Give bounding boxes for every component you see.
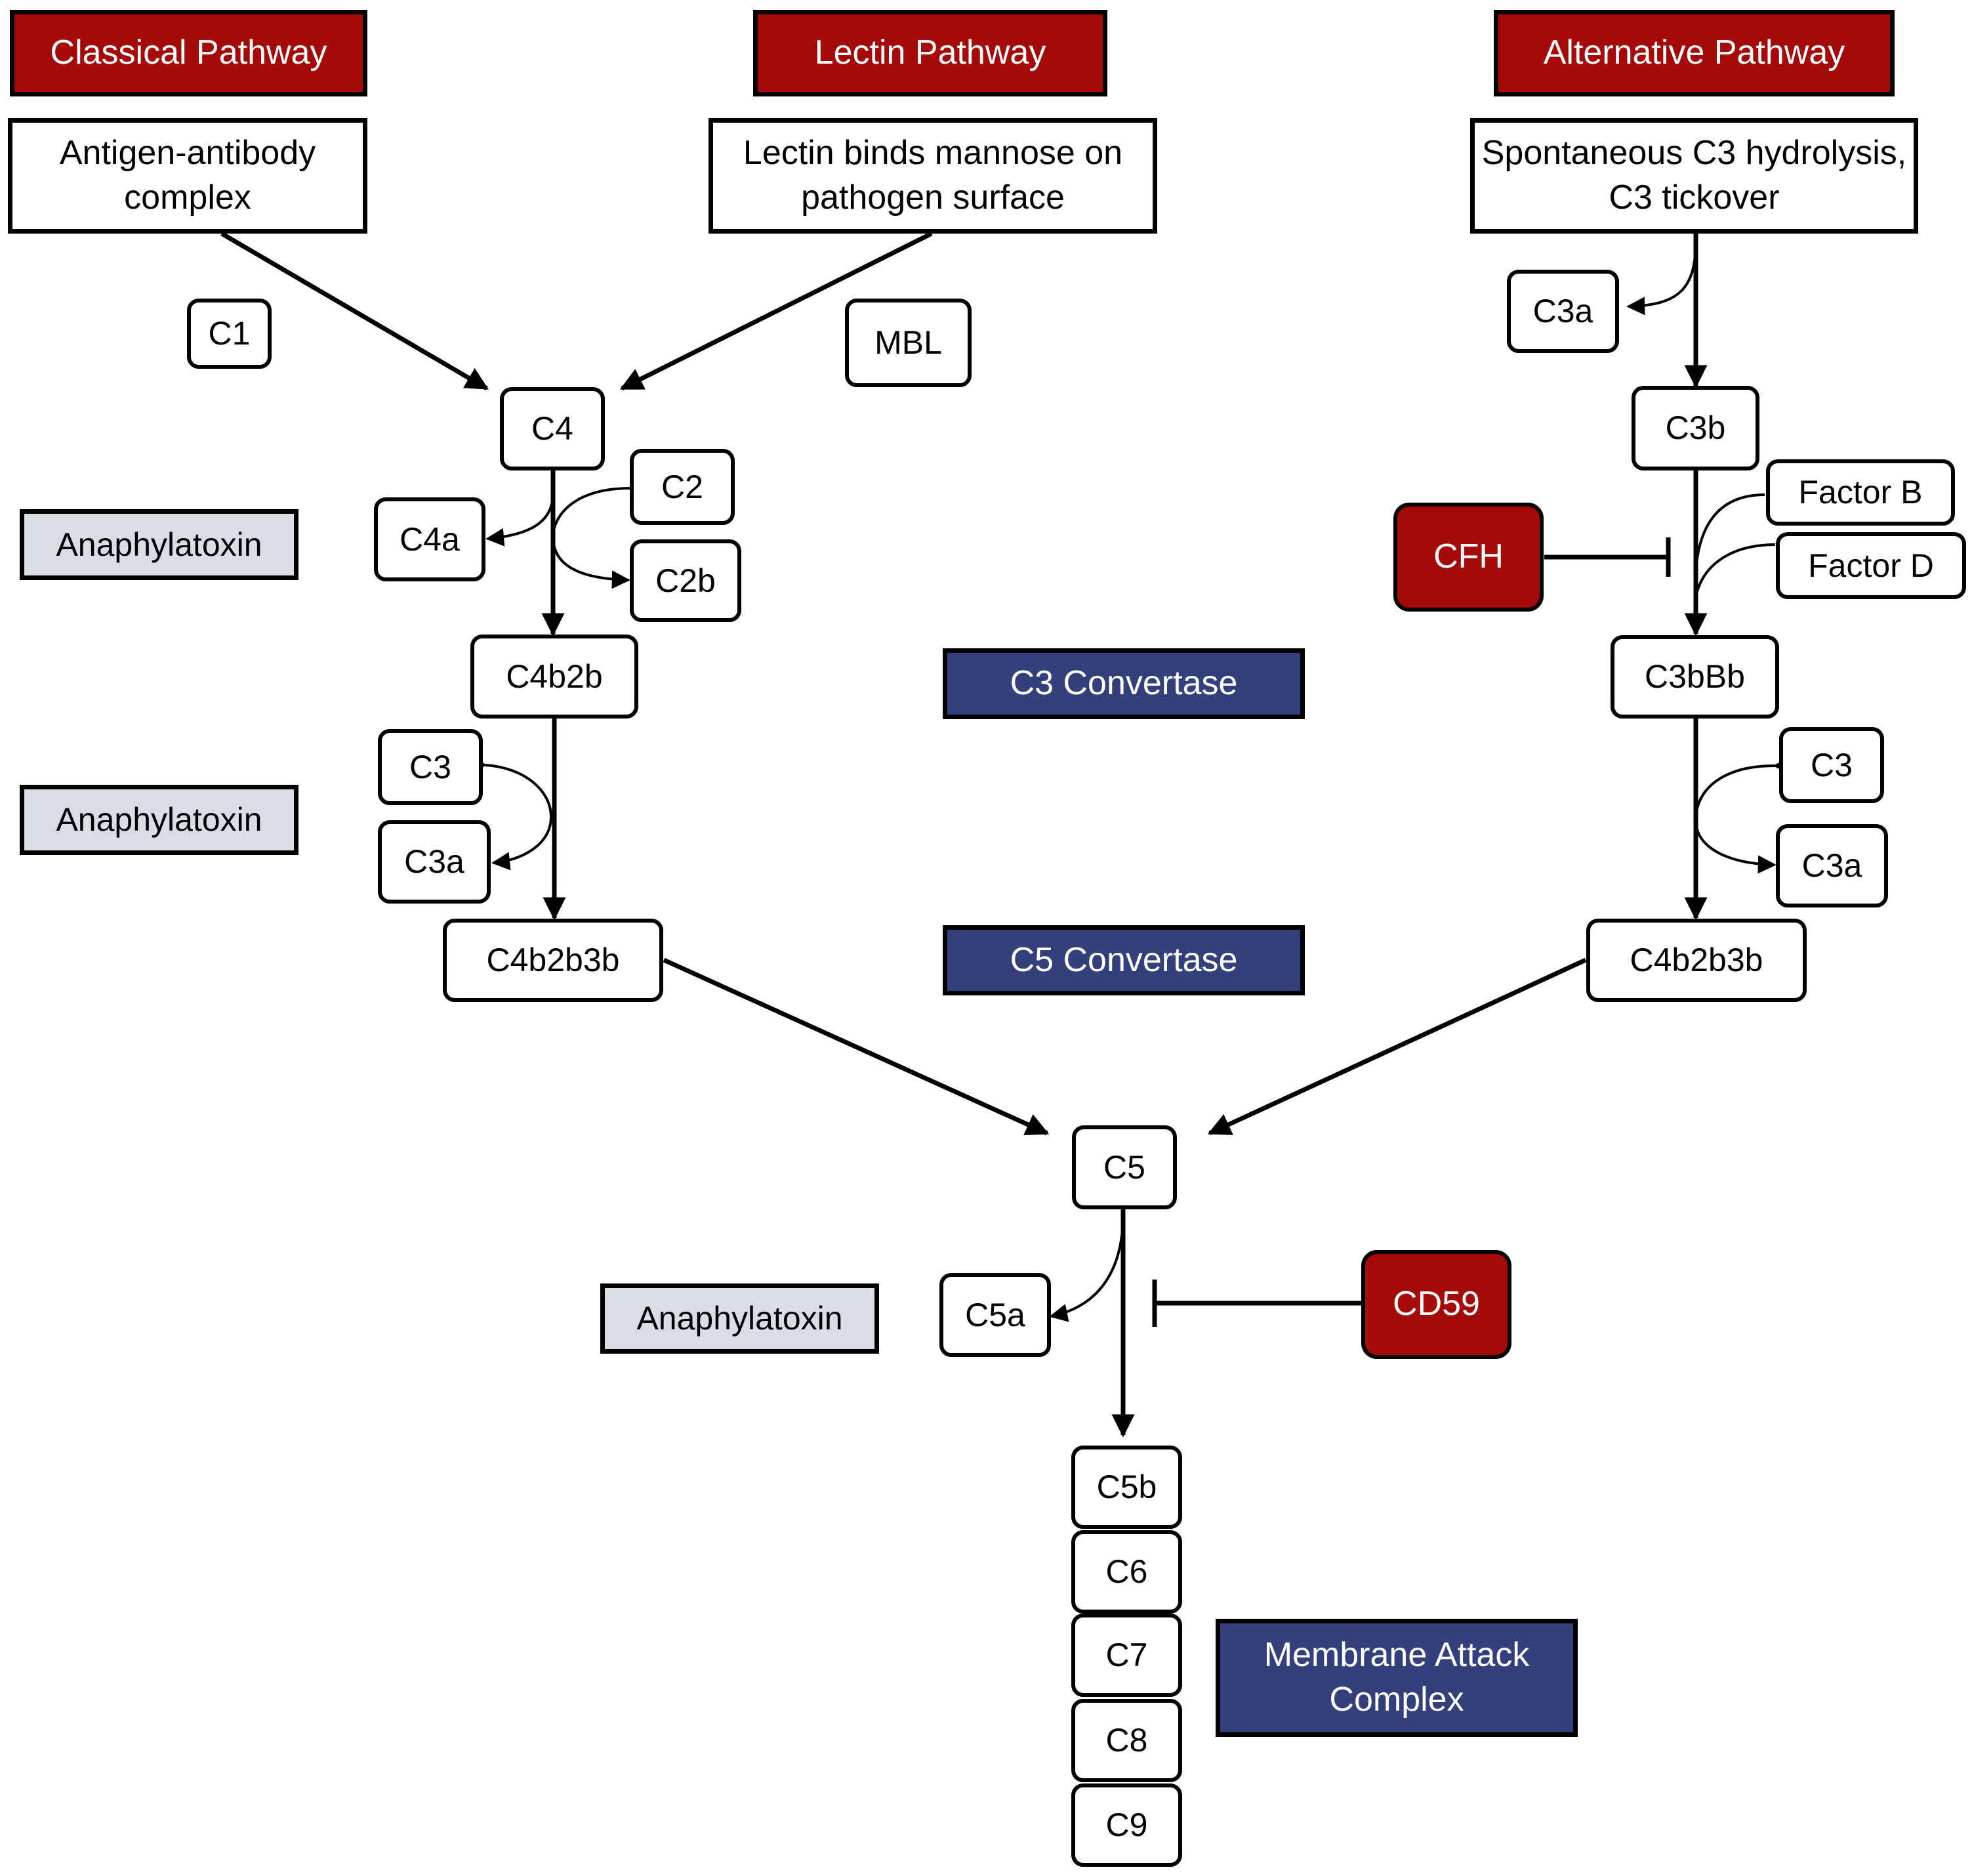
c4b2b3b-right-box: C4b2b3b: [1586, 919, 1807, 1002]
c7-box: C7: [1071, 1614, 1182, 1697]
c3a-right-box: C3a: [1776, 824, 1888, 907]
classical-pathway-header: Classical Pathway: [10, 10, 367, 96]
c3-left-box: C3: [378, 729, 483, 805]
anaphylatoxin-label-1: Anaphylatoxin: [20, 509, 298, 580]
c6-box: C6: [1071, 1530, 1182, 1614]
c3bbb-box: C3bBb: [1611, 635, 1779, 719]
anaphylatoxin-label-2: Anaphylatoxin: [20, 785, 298, 855]
lectin-trigger: Lectin binds mannose on pathogen surface: [709, 118, 1157, 234]
c3a-alt-box: C3a: [1507, 270, 1619, 353]
alternative-trigger: Spontaneous C3 hydrolysis, C3 tickover: [1470, 118, 1918, 234]
arrow-left-convertase-to-c5: [663, 957, 1050, 1136]
c5a-box: C5a: [939, 1273, 1051, 1357]
curve-c4-to-c4a: [485, 493, 554, 547]
c4-box: C4: [500, 387, 605, 470]
c5-box: C5: [1072, 1125, 1177, 1209]
arrow-right-convertase-to-c5: [1207, 957, 1587, 1136]
c5b-box: C5b: [1071, 1446, 1182, 1529]
c9-box: C9: [1071, 1783, 1182, 1867]
c3a-left-box: C3a: [378, 820, 491, 904]
curve-factor-d: [1695, 543, 1776, 598]
membrane-attack-complex-label: Membrane Attack Complex: [1216, 1619, 1578, 1737]
cfh-inhibitor: CFH: [1393, 503, 1544, 612]
c1-box: C1: [187, 299, 272, 369]
factor-b-box: Factor B: [1766, 459, 1955, 526]
arrow-lectin-to-c4: [619, 231, 933, 391]
mbl-box: MBL: [845, 299, 972, 387]
c4b2b3b-left-box: C4b2b3b: [443, 919, 663, 1002]
curve-tickover-to-c3a: [1626, 240, 1697, 316]
curve-c2-to-c2b: [551, 487, 632, 589]
arrow-antigen-to-c4: [220, 231, 489, 391]
cd59-inhibitor: CD59: [1361, 1250, 1511, 1359]
c8-box: C8: [1071, 1699, 1182, 1782]
c4a-box: C4a: [374, 497, 485, 581]
curve-c3-to-c3a-left: [468, 755, 553, 871]
alternative-pathway-header: Alternative Pathway: [1494, 10, 1895, 96]
c2b-box: C2b: [630, 539, 741, 622]
c5-convertase-label: C5 Convertase: [943, 925, 1305, 995]
classical-trigger: Antigen-antibody complex: [8, 118, 367, 234]
c4b2b-box: C4b2b: [470, 635, 638, 719]
curve-factor-b: [1695, 493, 1765, 572]
c3-right-box: C3: [1779, 727, 1884, 803]
curve-c5-to-c5a: [1049, 1213, 1124, 1322]
c3-convertase-label: C3 Convertase: [943, 648, 1305, 719]
lectin-pathway-header: Lectin Pathway: [753, 10, 1107, 96]
c2-box: C2: [630, 449, 735, 525]
factor-d-box: Factor D: [1776, 532, 1966, 599]
c3b-box: C3b: [1632, 386, 1759, 470]
anaphylatoxin-label-3: Anaphylatoxin: [600, 1283, 879, 1354]
curve-c3-to-c3a-right: [1694, 756, 1792, 874]
